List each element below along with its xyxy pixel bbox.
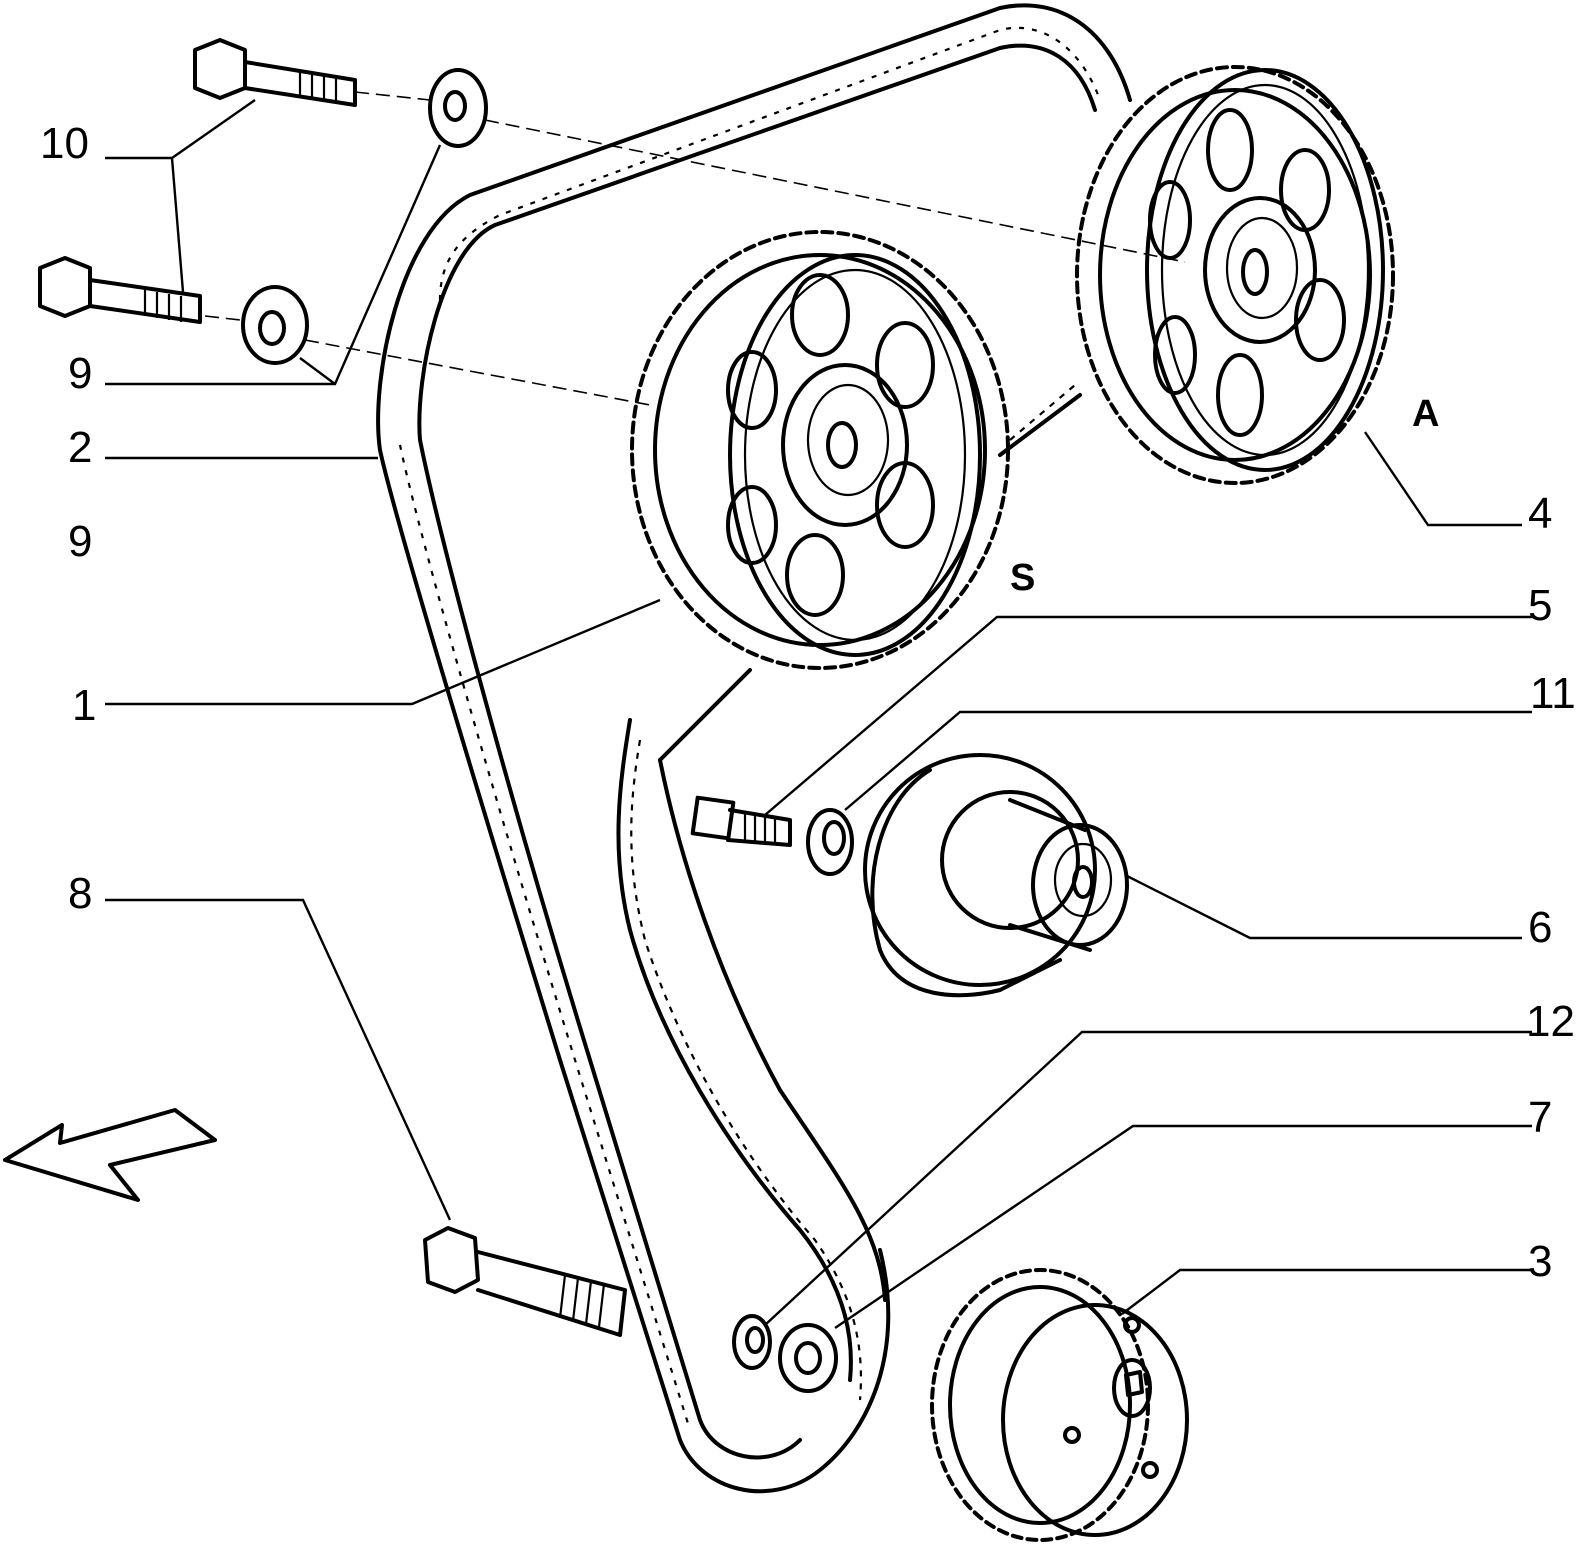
washer-7 (778, 1323, 838, 1393)
assembly-line-lower (204, 315, 651, 406)
leader-lines (105, 99, 1532, 1329)
washer-9-upper (428, 68, 488, 148)
camshaft-sprocket-4 (1075, 65, 1395, 485)
tensioner-pulley-6 (863, 753, 1129, 998)
callout-8: 8 (68, 869, 93, 918)
callout-10: 10 (40, 119, 89, 168)
callout-9-lower: 9 (68, 517, 93, 566)
washer-9-lower (241, 285, 309, 365)
bolt-5 (690, 795, 792, 847)
callout-5: 5 (1528, 581, 1553, 630)
bolt-10-lower (38, 256, 202, 324)
callout-7: 7 (1528, 1093, 1553, 1142)
direction-arrow-icon (3, 1108, 217, 1202)
callout-12: 12 (1526, 997, 1575, 1046)
washer-11 (806, 808, 854, 876)
callout-2: 2 (68, 423, 93, 472)
camshaft-sprocket-1 (630, 230, 1010, 670)
bolt-8 (423, 1226, 627, 1337)
callout-6: 6 (1528, 903, 1553, 952)
callout-4: 4 (1528, 489, 1553, 538)
timing-belt (376, 3, 1132, 1494)
assembly-line-upper (354, 91, 1186, 263)
washer-12 (732, 1314, 772, 1370)
callout-S: S (1010, 557, 1036, 599)
callout-3: 3 (1528, 1237, 1553, 1286)
crankshaft-sprocket-3 (930, 1268, 1189, 1542)
bolt-10-upper (193, 38, 357, 107)
callout-A: A (1412, 393, 1440, 435)
callout-1: 1 (72, 681, 97, 730)
callout-11: 11 (1530, 669, 1576, 718)
callout-9-upper: 9 (68, 349, 93, 398)
